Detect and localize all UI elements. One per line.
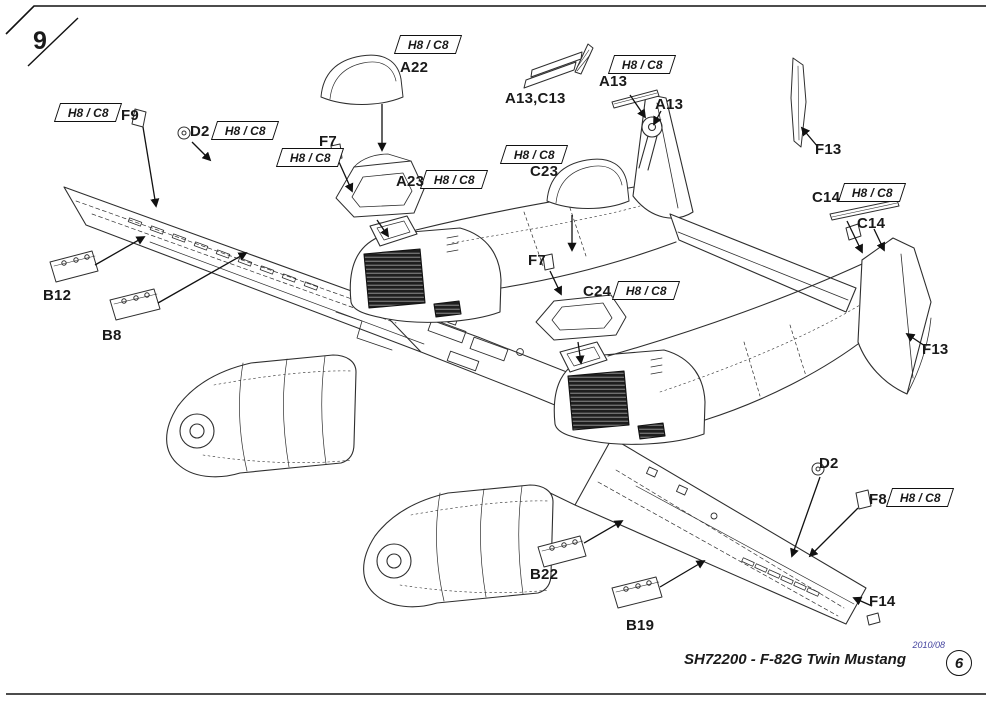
loose-part-drawings [49,43,900,626]
paint-callout-text: H8 / C8 [433,172,475,187]
part-b19-bracket [611,576,663,609]
part-label-c24: C24 [583,283,612,300]
paint-callout: H8 / C8 [210,121,280,140]
part-label-a23: A23 [396,173,425,190]
paint-callout-text: H8 / C8 [67,105,109,120]
assembly-arrows [94,94,926,607]
paint-callout-text: H8 / C8 [513,147,555,162]
left-fuselage-nose [166,354,357,478]
part-label-f8: F8 [869,491,887,508]
paint-callout: H8 / C8 [393,35,463,54]
left-tail-boom [415,93,694,289]
paint-callout-text: H8 / C8 [224,123,266,138]
part-label-d2-left: D2 [190,123,210,140]
paint-callout: H8 / C8 [607,55,677,74]
airframe-drawing [63,93,932,625]
left-cockpit-opening [369,215,418,247]
part-c14-strip [829,199,900,241]
part-b12-bracket [49,250,99,283]
paint-callout-text: H8 / C8 [625,283,667,298]
paint-callout-text: H8 / C8 [851,185,893,200]
paint-callout: H8 / C8 [837,183,907,202]
page-number-badge: 6 [946,650,972,676]
part-label-c23: C23 [530,163,559,180]
footer-date: 2010/08 [912,640,945,650]
part-label-a13-c13: A13,C13 [505,90,566,107]
part-label-f13-top: F13 [815,141,842,158]
part-f14-bit [866,612,881,626]
left-wing [63,186,529,395]
paint-callout: H8 / C8 [611,281,681,300]
page-border [5,5,986,695]
paint-callout-text: H8 / C8 [407,37,449,52]
part-label-c14-top: C14 [812,189,841,206]
right-fuselage-nose [363,484,554,608]
part-a22-canopy [320,54,404,105]
paint-callout: H8 / C8 [275,148,345,167]
paint-callout: H8 / C8 [419,170,489,189]
part-label-b19: B19 [626,617,655,634]
paint-callout-text: H8 / C8 [899,490,941,505]
paint-callout-text: H8 / C8 [289,150,331,165]
part-label-a13-top: A13 [599,73,628,90]
step-number: 9 [33,27,47,55]
right-wing [543,415,867,625]
part-c23-canopy [546,158,630,209]
footer-kit-title: SH72200 - F-82G Twin Mustang [684,651,906,668]
part-a13-c13-blades [523,43,594,89]
part-label-b8: B8 [102,327,122,344]
right-tail-boom [607,237,932,421]
part-a23-windscreen-frame [335,153,425,218]
part-label-b12: B12 [43,287,72,304]
part-b22-bracket [537,535,587,568]
part-f13-fin-piece [790,57,807,148]
part-c24-canopy-frame [535,294,627,341]
part-label-f13-right: F13 [922,341,949,358]
part-label-f7-right: F7 [528,252,546,269]
part-label-f14: F14 [869,593,896,610]
horizontal-stabilizer [669,213,857,313]
part-label-b22: B22 [530,566,559,583]
part-label-d2-right: D2 [819,455,839,472]
part-label-c14-side: C14 [857,215,886,232]
part-label-a13-side: A13 [655,96,684,113]
paint-callout-text: H8 / C8 [621,57,663,72]
part-b8-bracket [109,288,161,321]
part-f8-bit [855,489,872,510]
part-label-a22: A22 [400,59,429,76]
paint-callout: H8 / C8 [53,103,123,122]
right-engine-cowling [553,349,706,445]
paint-callout: H8 / C8 [885,488,955,507]
part-label-f7-left: F7 [319,133,337,150]
left-engine-cowling [349,227,502,323]
paint-callout: H8 / C8 [499,145,569,164]
part-a13-strip [611,89,660,109]
part-label-f9: F9 [121,107,139,124]
part-d2-discs [177,126,825,476]
